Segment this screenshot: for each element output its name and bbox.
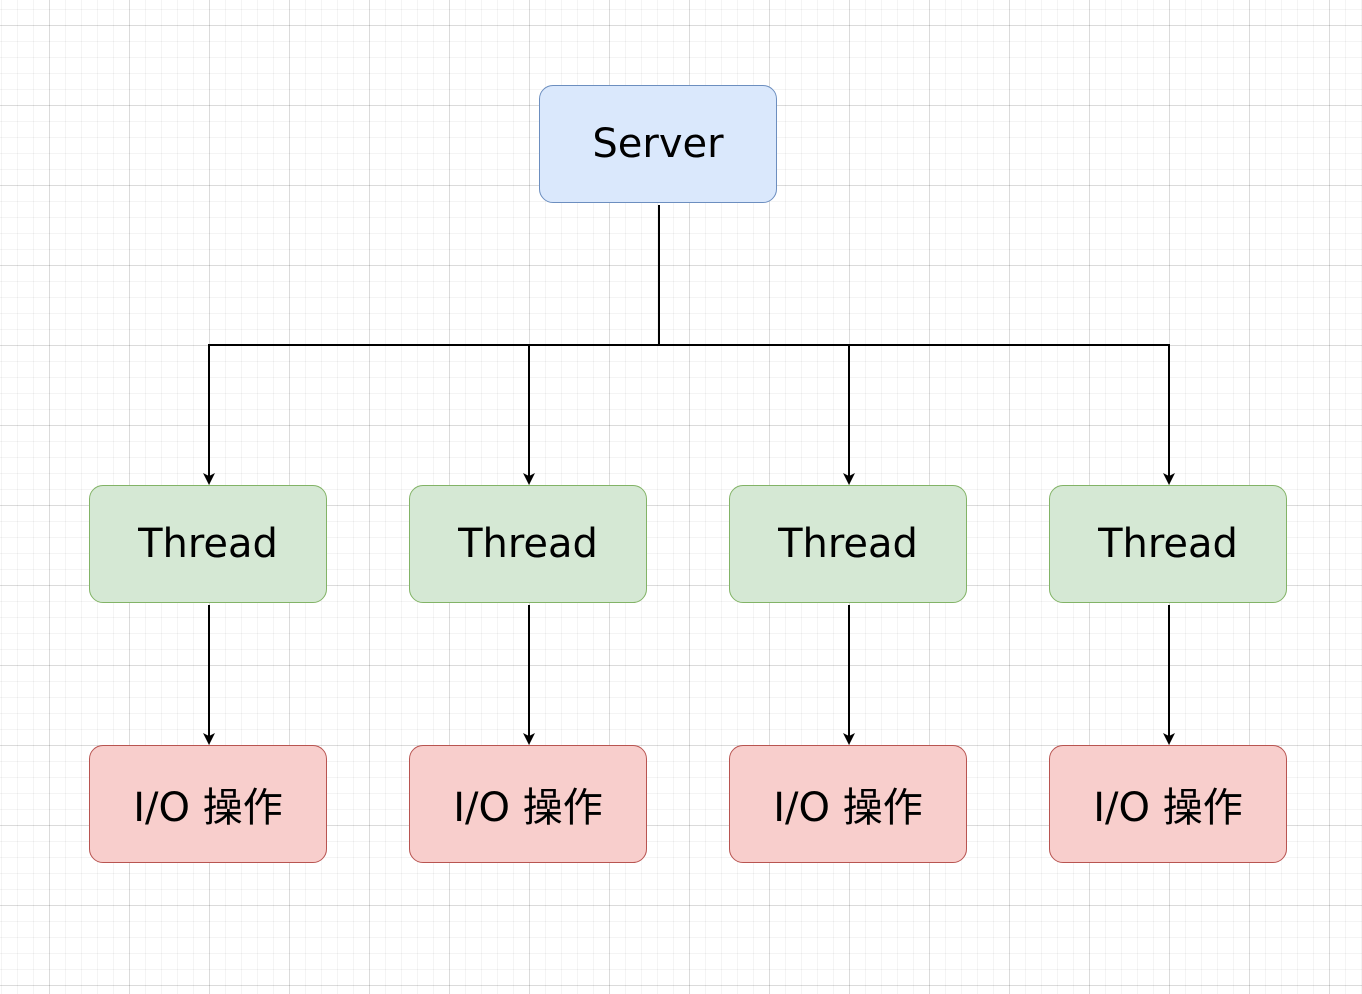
- io-operation-node-label: I/O 操作: [133, 785, 283, 831]
- thread-node-4[interactable]: Thread: [1049, 485, 1287, 603]
- server-node-label: Server: [592, 121, 724, 167]
- thread-node-label: Thread: [458, 521, 598, 567]
- io-operation-node-label: I/O 操作: [453, 785, 603, 831]
- thread-node-label: Thread: [778, 521, 918, 567]
- thread-node-1[interactable]: Thread: [89, 485, 327, 603]
- io-operation-node-3[interactable]: I/O 操作: [729, 745, 967, 863]
- io-operation-node-label: I/O 操作: [773, 785, 923, 831]
- thread-node-2[interactable]: Thread: [409, 485, 647, 603]
- io-operation-node-2[interactable]: I/O 操作: [409, 745, 647, 863]
- io-operation-node-4[interactable]: I/O 操作: [1049, 745, 1287, 863]
- thread-node-3[interactable]: Thread: [729, 485, 967, 603]
- server-node[interactable]: Server: [539, 85, 777, 203]
- io-operation-node-label: I/O 操作: [1093, 785, 1243, 831]
- edge-server-to-thread-2: [523, 205, 660, 485]
- thread-node-label: Thread: [138, 521, 278, 567]
- edge-server-to-thread-4: [658, 205, 1175, 485]
- io-operation-node-1[interactable]: I/O 操作: [89, 745, 327, 863]
- thread-node-label: Thread: [1098, 521, 1238, 567]
